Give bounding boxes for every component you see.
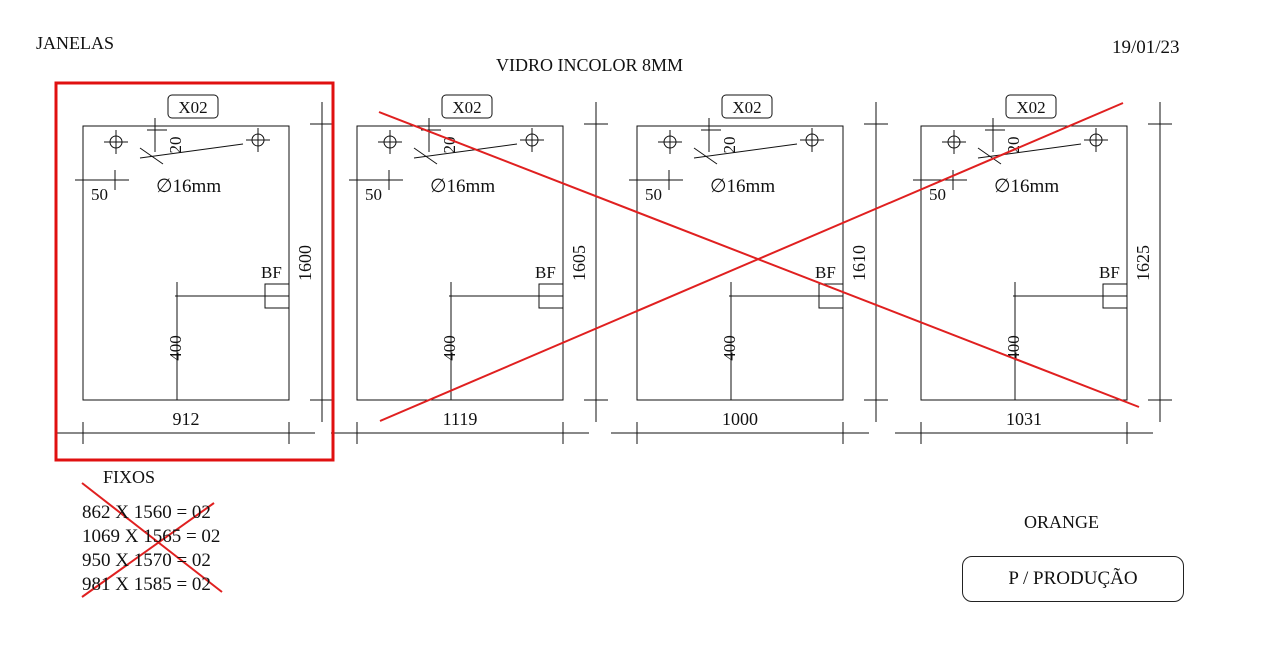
hole-offset-side: 50 — [91, 185, 108, 204]
leader-line — [139, 143, 244, 159]
strike-line — [379, 102, 1124, 422]
page-center-title: VIDRO INCOLOR 8MM — [496, 55, 684, 75]
qty-tag: X02 — [1016, 98, 1045, 117]
leader-line — [413, 147, 438, 165]
qty-tag-box — [167, 94, 219, 119]
handle-height: 400 — [440, 335, 459, 361]
hole-diameter: ∅16mm — [156, 176, 221, 197]
fixed-list-item: 1069 X 1565 = 02 — [82, 526, 221, 547]
page-left-title: JANELAS — [36, 33, 115, 53]
fixed-list-item: 862 X 1560 = 02 — [82, 502, 211, 523]
panel-outline — [636, 125, 844, 401]
qty-tag: X02 — [452, 98, 481, 117]
leader-line — [977, 147, 1002, 165]
hole-diameter: ∅16mm — [430, 176, 495, 197]
hole-diameter: ∅16mm — [710, 176, 775, 197]
leader-line — [413, 143, 518, 159]
handle-height: 400 — [1004, 335, 1023, 361]
list-strike-line — [81, 482, 223, 593]
hole-offset-top: 20 — [1004, 137, 1023, 154]
list-strike-line — [81, 502, 215, 598]
selection-highlight-box — [54, 81, 335, 462]
panel-outline — [920, 125, 1128, 401]
panel-height: 1605 — [569, 245, 589, 281]
page-date: 19/01/23 — [1112, 37, 1180, 58]
client-name: ORANGE — [1024, 512, 1099, 532]
panel-height: 1625 — [1133, 245, 1153, 281]
panel-outline — [82, 125, 290, 401]
leader-line — [139, 147, 164, 165]
qty-tag-box — [721, 94, 773, 119]
hole-offset-top: 20 — [166, 137, 185, 154]
panel-width: 912 — [173, 409, 200, 429]
leader-line — [693, 147, 718, 165]
panel-width: 1119 — [443, 409, 478, 429]
handle-label: BF — [535, 263, 556, 282]
fixed-list-title: FIXOS — [103, 467, 156, 487]
panel-height: 1610 — [849, 245, 869, 281]
panel-width: 1031 — [1006, 409, 1042, 429]
handle-height: 400 — [720, 335, 739, 361]
handle-label: BF — [1099, 263, 1120, 282]
leader-line — [977, 143, 1082, 159]
panel-outline — [356, 125, 564, 401]
handle-label: BF — [815, 263, 836, 282]
hole-offset-side: 50 — [365, 185, 382, 204]
qty-tag-box — [441, 94, 493, 119]
production-stamp: P / PRODUÇÃO — [962, 556, 1184, 602]
hole-offset-side: 50 — [929, 185, 946, 204]
qty-tag: X02 — [178, 98, 207, 117]
handle-height: 400 — [166, 335, 185, 361]
panel-width: 1000 — [722, 409, 758, 429]
fixed-list-item: 981 X 1585 = 02 — [82, 574, 211, 595]
qty-tag-box — [1005, 94, 1057, 119]
hole-diameter: ∅16mm — [994, 176, 1059, 197]
fixed-list-item: 950 X 1570 = 02 — [82, 550, 211, 571]
panel-height: 1600 — [295, 245, 315, 281]
qty-tag: X02 — [732, 98, 761, 117]
leader-line — [693, 143, 798, 159]
marks-layer — [54, 81, 1140, 598]
hole-offset-top: 20 — [720, 137, 739, 154]
hole-offset-side: 50 — [645, 185, 662, 204]
handle-label: BF — [261, 263, 282, 282]
